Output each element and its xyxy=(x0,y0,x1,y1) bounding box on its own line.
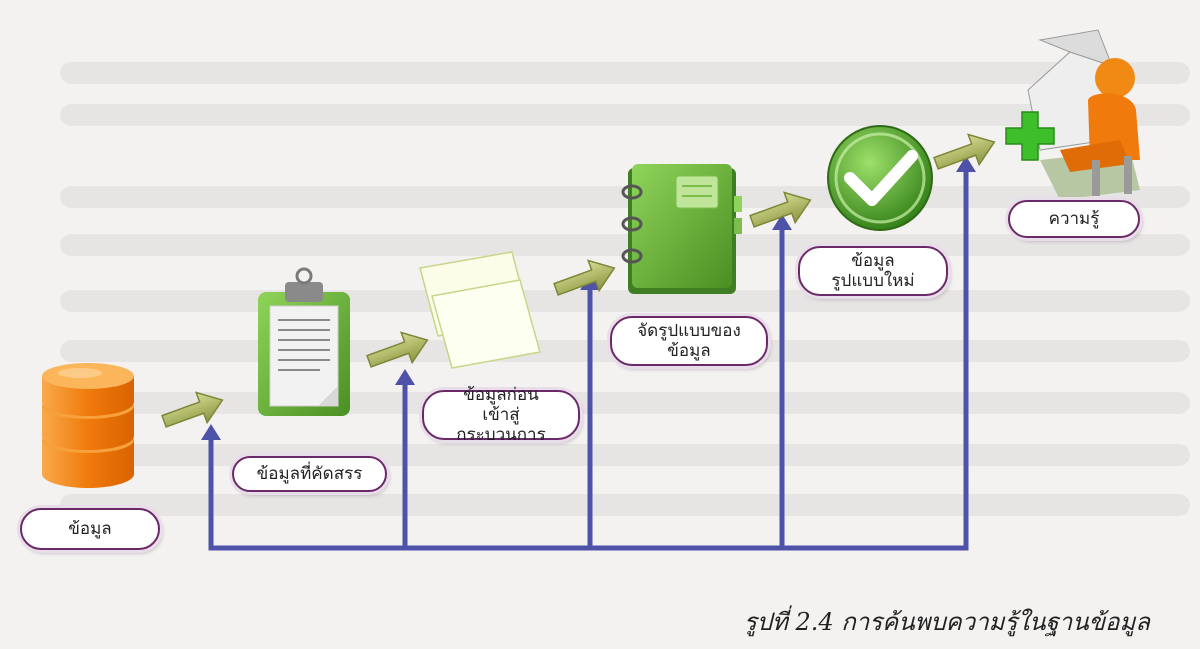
background-text-line xyxy=(60,494,1190,516)
node-transform-line1: จัดรูปแบบของ xyxy=(637,321,741,341)
flow-arrow xyxy=(749,191,812,228)
background-text-line xyxy=(60,62,1190,84)
reader-person-icon xyxy=(1027,29,1140,200)
clipboard-icon xyxy=(258,267,350,416)
database-icon xyxy=(42,363,134,488)
node-newform-label: ข้อมูล รูปแบบใหม่ xyxy=(798,246,948,296)
node-newform-line2: รูปแบบใหม่ xyxy=(831,271,915,291)
node-knowledge-text: ความรู้ xyxy=(1048,209,1100,229)
notebook-icon xyxy=(621,164,742,294)
flow-arrows xyxy=(161,133,996,428)
node-preprocess-line1: ข้อมูลก่อน xyxy=(463,385,539,405)
node-data-text: ข้อมูล xyxy=(68,519,112,539)
flow-arrow xyxy=(161,391,224,428)
flow-arrow xyxy=(366,331,429,368)
figure-caption: รูปที่ 2.4 การค้นพบความรู้ในฐานข้อมูล xyxy=(743,608,1150,636)
node-knowledge-label: ความรู้ xyxy=(1008,200,1140,238)
flow-arrow xyxy=(553,259,616,296)
feedback-arrowhead xyxy=(395,369,415,385)
node-preprocess-label: ข้อมูลก่อน เข้าสู่กระบวนการ xyxy=(422,385,580,445)
checkmark-icon xyxy=(827,125,933,231)
feedback-arrowhead xyxy=(201,424,221,440)
node-newform-line1: ข้อมูล xyxy=(851,251,895,271)
plus-icon xyxy=(1005,111,1055,161)
node-selected-text: ข้อมูลที่คัดสรร xyxy=(256,464,363,484)
node-transform-line2: ข้อมูล xyxy=(667,341,711,361)
background-text-line xyxy=(60,104,1190,126)
feedback-arrowhead xyxy=(772,214,792,230)
feedback-arrowhead xyxy=(956,156,976,172)
node-selected-label: ข้อมูลที่คัดสรร xyxy=(232,456,387,492)
feedback-lines xyxy=(208,170,969,551)
node-data-label: ข้อมูล xyxy=(20,508,160,550)
node-transform-label: จัดรูปแบบของ ข้อมูล xyxy=(610,316,768,366)
papers-icon xyxy=(419,251,541,369)
node-preprocess-line2: เข้าสู่กระบวนการ xyxy=(456,405,546,445)
flow-arrow xyxy=(933,133,996,170)
